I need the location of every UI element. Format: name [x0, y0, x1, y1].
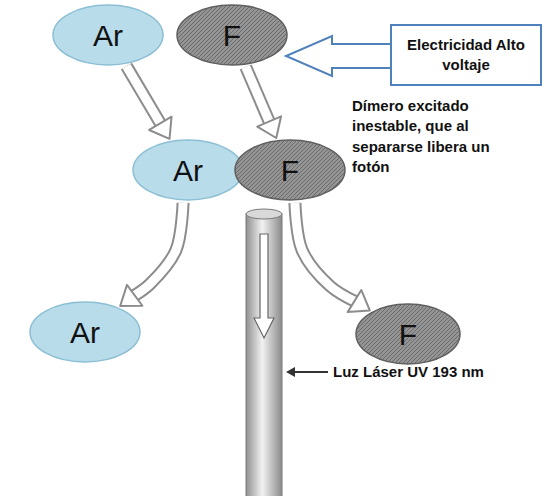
- atom-ellipse: Ar: [132, 139, 244, 201]
- atom-ellipse: F: [355, 303, 461, 365]
- leader-arrow: [286, 367, 328, 377]
- atom-symbol: Ar: [93, 19, 123, 52]
- hollow-arrow: [126, 66, 171, 139]
- atom-ellipse: Ar: [52, 4, 164, 66]
- hollow-arrow: [295, 203, 370, 312]
- arrow-shaft-outline: [126, 66, 160, 124]
- arrow-shaft-fill: [126, 66, 160, 124]
- atom-symbol: F: [399, 318, 417, 351]
- atom-symbol: F: [281, 154, 299, 187]
- laser-tube: [246, 209, 282, 496]
- callout-text: Electricidad Alto voltaje: [400, 35, 532, 76]
- arrow-shaft-outline: [295, 203, 355, 302]
- arrow-head: [348, 290, 370, 312]
- argon-ellipse: [53, 5, 163, 65]
- fluorine-ellipse: [177, 5, 287, 65]
- arrow-shaft-fill: [246, 67, 270, 122]
- atom-ellipse: F: [234, 139, 346, 201]
- arrow-shaft-outline: [134, 203, 183, 296]
- fluorine-ellipse: [235, 140, 345, 200]
- atom-symbol: Ar: [70, 316, 100, 349]
- callout-pointer: [286, 36, 392, 76]
- callout-box: Electricidad Alto voltaje: [390, 24, 542, 86]
- argon-ellipse: [133, 140, 243, 200]
- arrow-head: [257, 116, 281, 138]
- beam-arrow: [254, 234, 274, 338]
- arrow-shaft-fill: [295, 203, 355, 302]
- dimer-note: Dímero excitado inestable, que al separa…: [352, 96, 502, 177]
- laser-label: Luz Láser UV 193 nm: [333, 362, 484, 382]
- argon-ellipse: [30, 302, 140, 362]
- atom-ellipse: Ar: [29, 301, 141, 363]
- hollow-arrow: [246, 67, 281, 138]
- atom-ellipse: F: [176, 4, 288, 66]
- fluorine-ellipse: [356, 304, 460, 364]
- atom-symbol: F: [223, 19, 241, 52]
- arrow-head: [149, 117, 171, 139]
- hollow-arrow: [120, 203, 183, 306]
- arrow-shaft-fill: [134, 203, 183, 296]
- arrow-head: [120, 285, 142, 306]
- atom-symbol: Ar: [173, 154, 203, 187]
- arrow-shaft-outline: [246, 67, 270, 122]
